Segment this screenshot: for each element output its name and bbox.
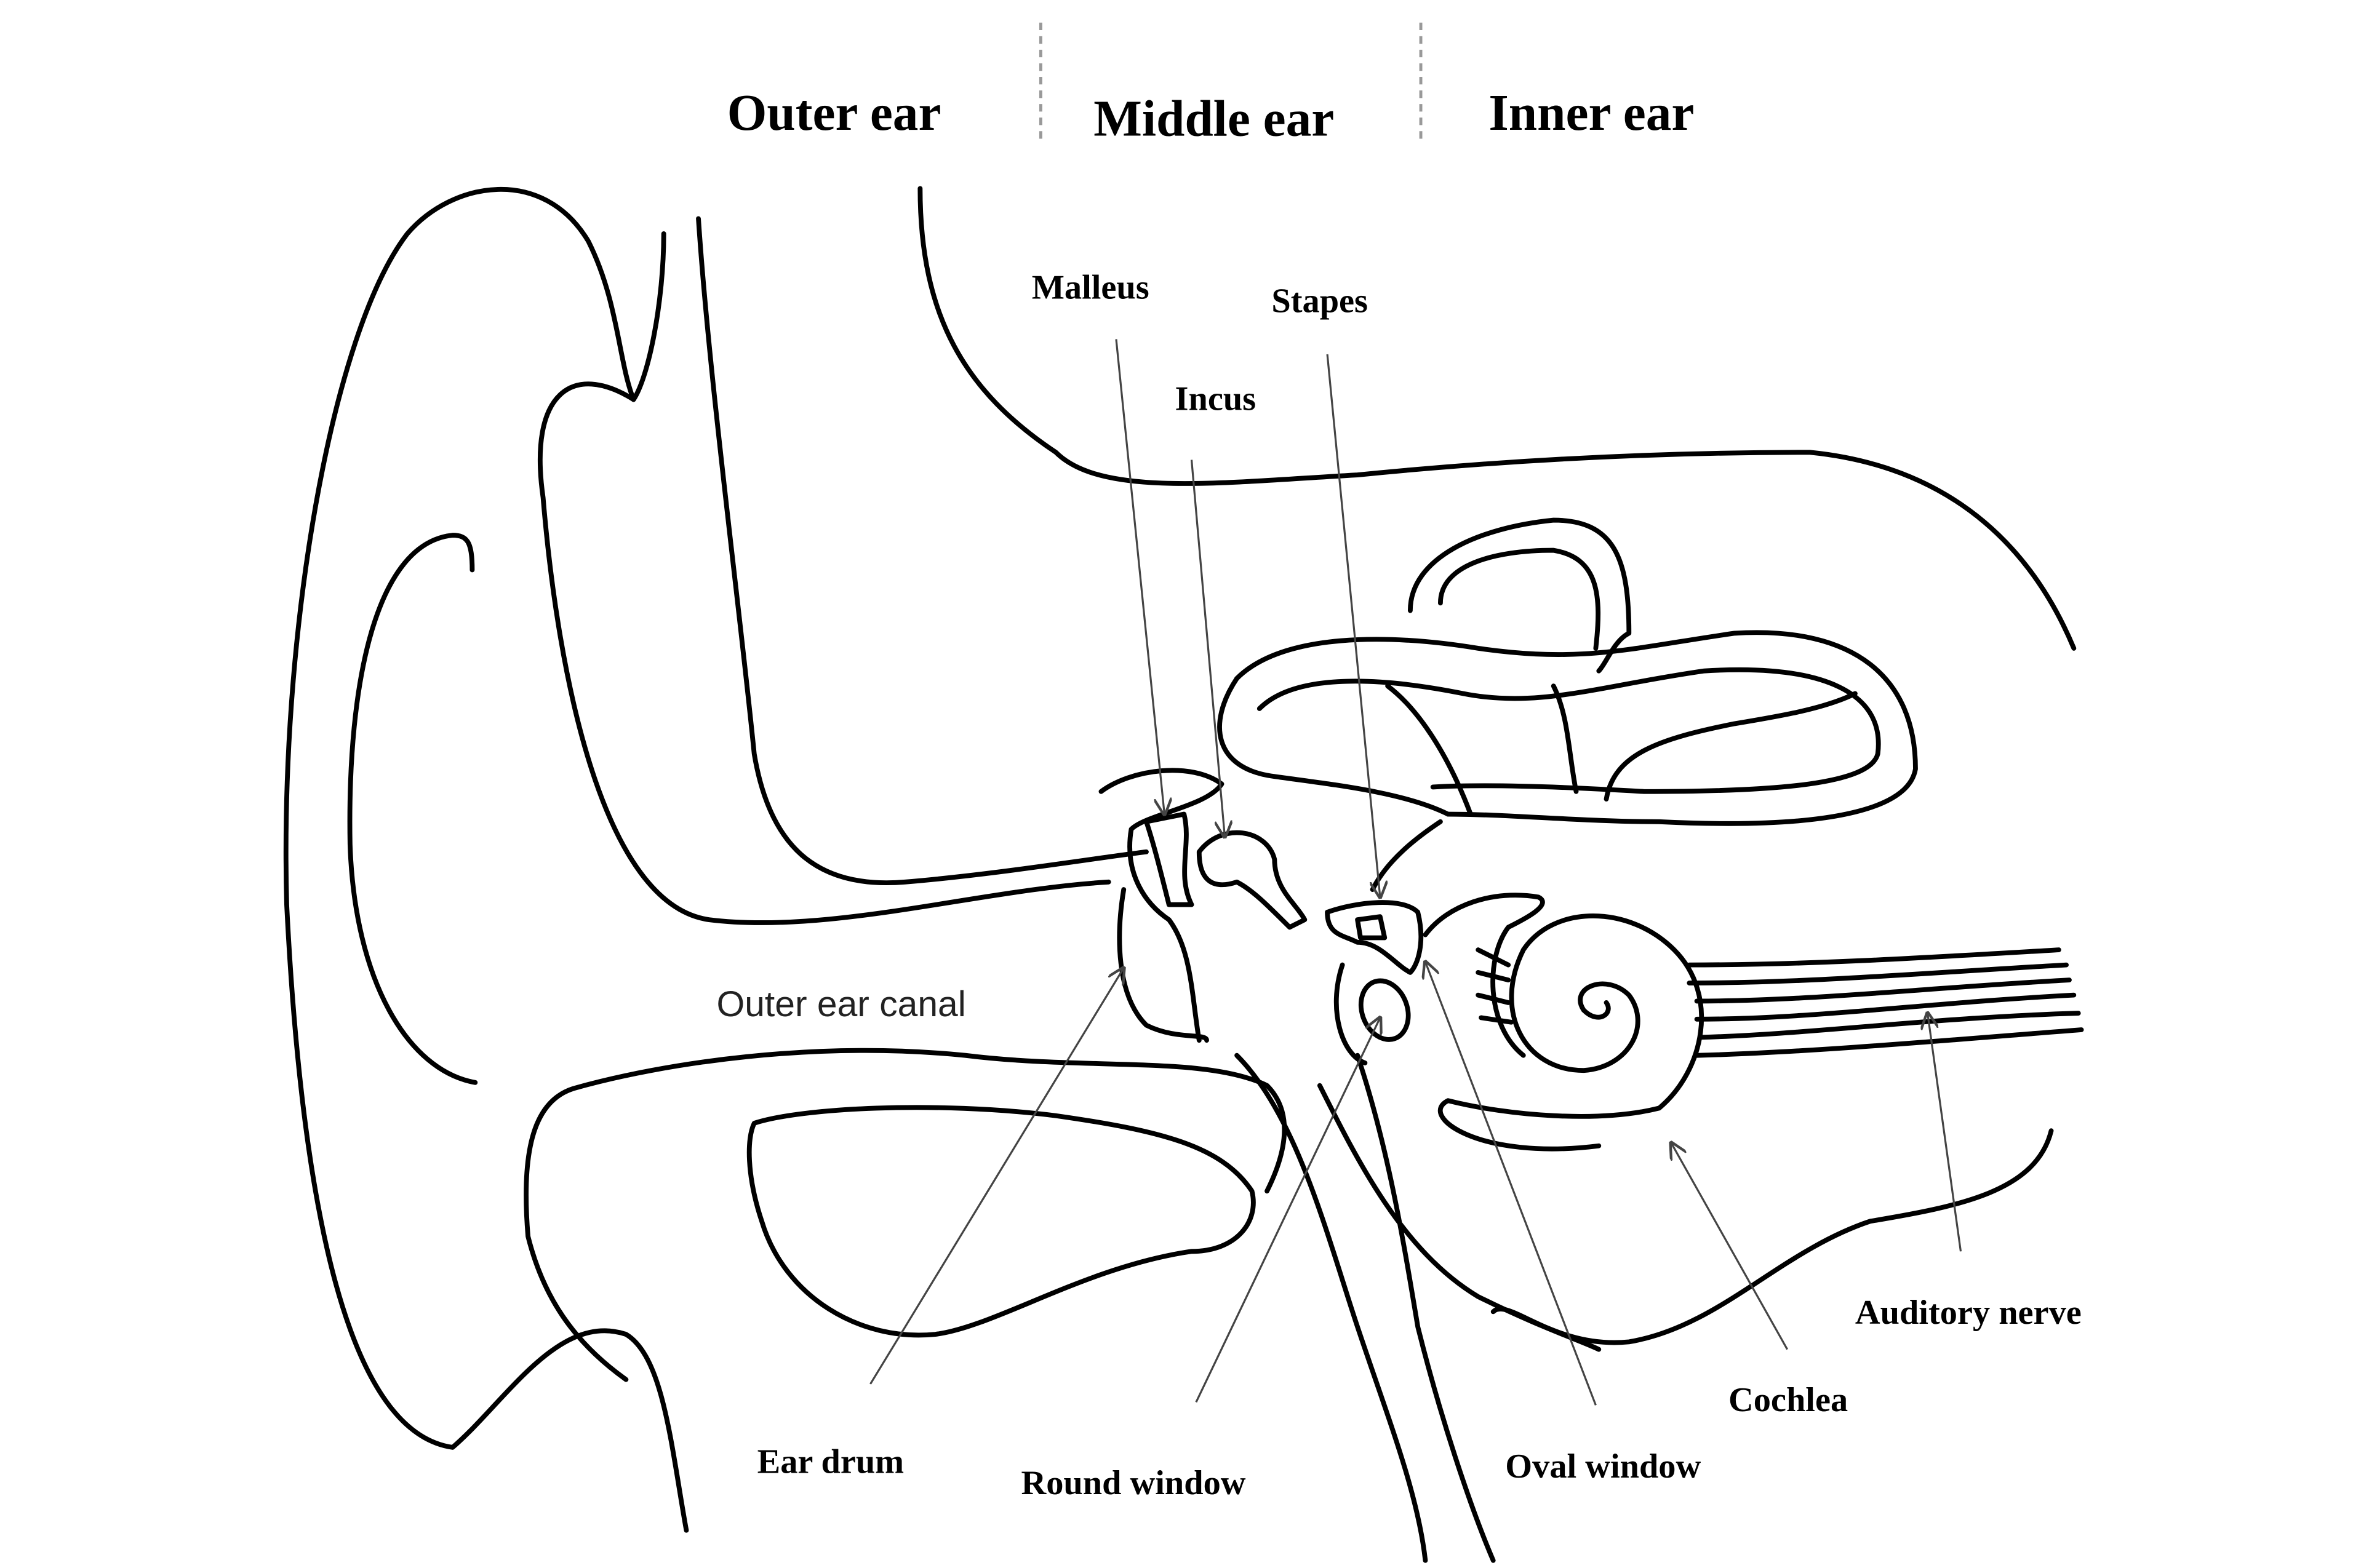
section-outer-ear: Outer ear (727, 85, 941, 141)
arrow-stapes (1326, 354, 1380, 897)
label-outer-ear-canal: Outer ear canal (716, 984, 965, 1024)
section-middle-ear: Middle ear (1093, 91, 1334, 148)
label-stapes: Stapes (1271, 282, 1368, 320)
label-cochlea: Cochlea (1728, 1381, 1848, 1419)
arrow-ear-drum (869, 968, 1124, 1385)
inner-ear-drawing (1217, 517, 2084, 1152)
label-malleus: Malleus (1032, 268, 1149, 306)
label-ear-drum: Ear drum (757, 1443, 905, 1481)
label-round-window: Round window (1021, 1464, 1246, 1502)
label-incus: Incus (1175, 380, 1256, 418)
arrow-malleus (1115, 339, 1164, 814)
arrow-oval-window (1425, 962, 1597, 1406)
arrow-cochlea (1671, 1143, 1789, 1350)
arrow-round-window (1195, 1017, 1380, 1403)
label-auditory-nerve: Auditory nerve (1855, 1294, 2082, 1332)
section-inner-ear: Inner ear (1488, 85, 1694, 141)
outer-ear-drawing (283, 186, 2077, 1563)
arrow-incus (1190, 460, 1225, 837)
middle-ear-drawing (1098, 768, 1424, 1065)
pointer-arrows (869, 339, 1962, 1406)
label-oval-window: Oval window (1505, 1447, 1701, 1486)
arrow-auditory-nerve (1928, 1013, 1962, 1252)
